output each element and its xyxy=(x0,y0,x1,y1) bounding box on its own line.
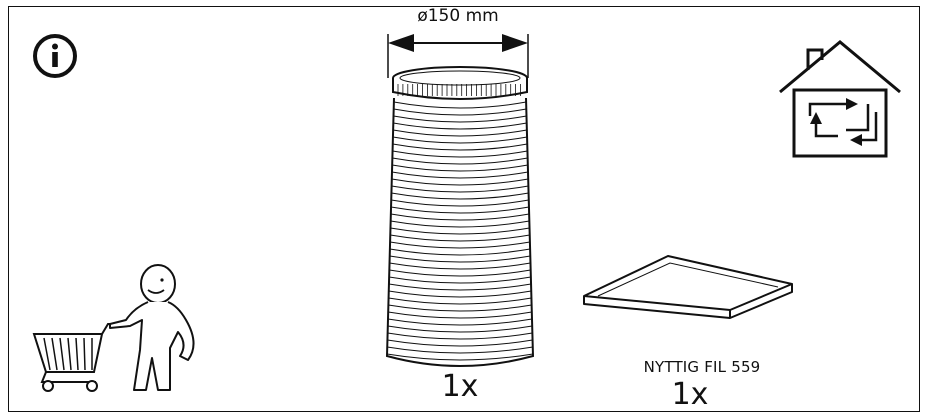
diameter-dimension-arrow xyxy=(387,34,529,78)
house-air-circulation-icon xyxy=(779,40,901,158)
duct-quantity: 1x xyxy=(441,369,479,404)
filter-pad-illustration xyxy=(583,255,793,319)
filter-quantity: 1x xyxy=(671,377,709,412)
person-with-shopping-cart-icon xyxy=(32,264,195,392)
diameter-label: ø150 mm xyxy=(417,6,499,26)
info-icon xyxy=(33,34,77,78)
filter-product-name: NYTTIG FIL 559 xyxy=(643,358,761,376)
flexible-duct-illustration xyxy=(385,66,535,367)
